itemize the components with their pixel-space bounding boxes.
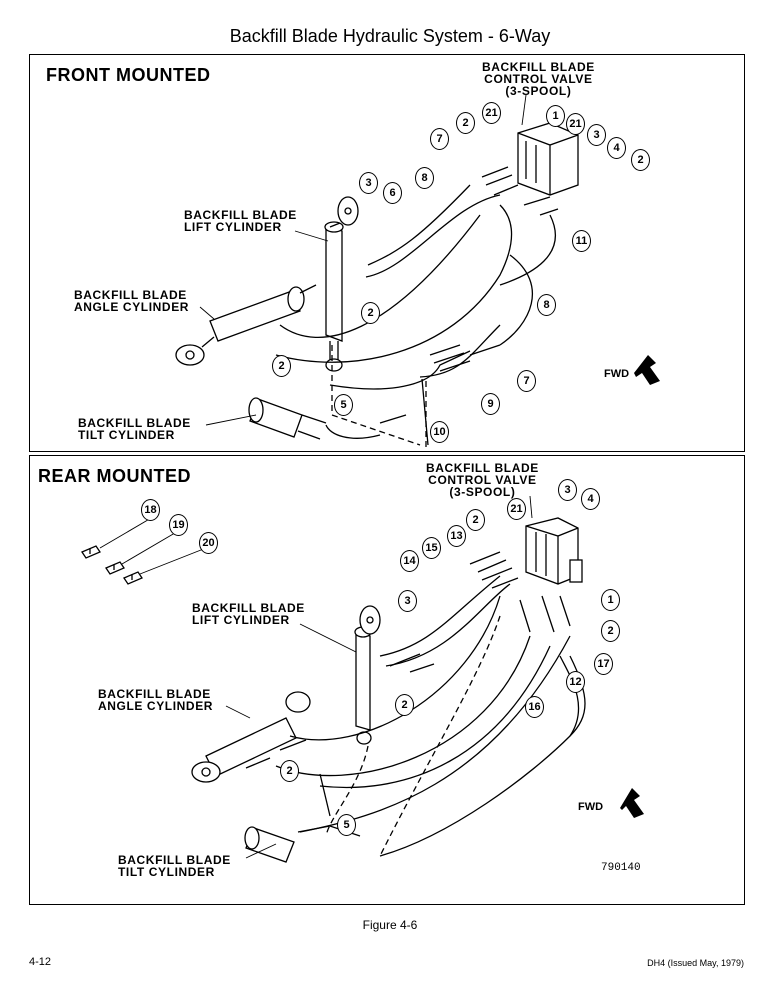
rear-callout-3: 3 <box>558 479 577 501</box>
front-fwd-arrow-icon <box>634 355 660 385</box>
front-callout-3: 3 <box>359 172 378 194</box>
front-callout-8: 8 <box>537 294 556 316</box>
front-callout-2: 2 <box>361 302 380 324</box>
rear-fwd-label: FWD <box>578 801 604 813</box>
rear-callout-2: 2 <box>395 694 414 716</box>
rear-callout-14: 14 <box>400 550 419 572</box>
rear-callout-15: 15 <box>422 537 441 559</box>
rear-callout-12: 12 <box>566 671 585 693</box>
front-hydraulic-diagram <box>175 94 660 451</box>
front-callout-2: 2 <box>272 355 291 377</box>
front-callout-6: 6 <box>383 182 402 204</box>
rear-fwd-arrow-icon <box>620 788 644 818</box>
front-callout-21: 21 <box>482 102 501 124</box>
rear-callout-2: 2 <box>466 509 485 531</box>
rear-callout-1: 1 <box>601 589 620 611</box>
rear-callout-2: 2 <box>280 760 299 782</box>
rear-callout-20: 20 <box>199 532 218 554</box>
front-callout-2: 2 <box>631 149 650 171</box>
front-callout-9: 9 <box>481 393 500 415</box>
rear-callout-17: 17 <box>594 653 613 675</box>
front-callout-7: 7 <box>517 370 536 392</box>
rear-callout-13: 13 <box>447 525 466 547</box>
front-callout-2: 2 <box>456 112 475 134</box>
page-title: Backfill Blade Hydraulic System - 6-Way <box>229 26 551 46</box>
front-callout-4: 4 <box>607 137 626 159</box>
front-callout-21: 21 <box>566 113 585 135</box>
front-callout-10: 10 <box>430 421 449 443</box>
front-callout-5: 5 <box>334 394 353 416</box>
rear-heading: REAR MOUNTED <box>38 466 191 486</box>
front-callout-7: 7 <box>430 128 449 150</box>
figure-caption: Figure 4-6 <box>362 918 418 932</box>
front-callout-1: 1 <box>546 105 565 127</box>
drawing-number: 790140 <box>601 862 641 874</box>
rear-hydraulic-diagram <box>81 495 644 863</box>
front-callout-11: 11 <box>572 230 591 252</box>
document-reference: DH4 (Issued May, 1979) <box>647 958 744 968</box>
rear-callout-21: 21 <box>507 498 526 520</box>
rear-callout-4: 4 <box>581 488 600 510</box>
rear-callout-18: 18 <box>141 499 160 521</box>
front-callout-3: 3 <box>587 124 606 146</box>
front-heading: FRONT MOUNTED <box>46 65 211 85</box>
rear-callout-16: 16 <box>525 696 544 718</box>
front-callout-8: 8 <box>415 167 434 189</box>
rear-callout-2: 2 <box>601 620 620 642</box>
rear-callout-3: 3 <box>398 590 417 612</box>
page-number: 4-12 <box>29 956 52 968</box>
front-fwd-label: FWD <box>604 368 630 380</box>
rear-callout-19: 19 <box>169 514 188 536</box>
rear-callout-5: 5 <box>337 814 356 836</box>
